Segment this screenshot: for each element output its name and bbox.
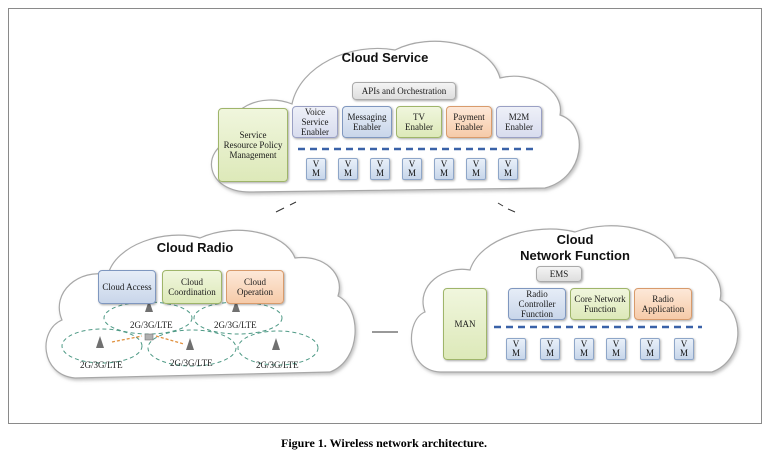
ems-box: EMS — [536, 266, 582, 282]
m2m-enabler-box: M2M Enabler — [496, 106, 542, 138]
cell-label: 2G/3G/LTE — [256, 360, 299, 370]
cloud-radio-title: Cloud Radio — [156, 240, 234, 255]
apis-orchestration-bar: APIs and Orchestration — [352, 82, 456, 100]
figure-caption: Figure 1. Wireless network architecture. — [281, 436, 487, 450]
antenna-icon — [145, 300, 153, 312]
cloud-operation-box: Cloud Operation — [226, 270, 284, 304]
antenna-icon — [232, 300, 240, 312]
cell-label: 2G/3G/LTE — [214, 320, 257, 330]
tv-enabler-box: TV Enabler — [396, 106, 442, 138]
messaging-enabler-box: Messaging Enabler — [342, 106, 392, 138]
radio-hub — [144, 333, 154, 341]
core-network-function-box: Core Network Function — [570, 288, 630, 320]
cloud-coordination-box: Cloud Coordination — [162, 270, 222, 304]
antenna-icon — [272, 338, 280, 350]
radio-cell — [147, 329, 237, 367]
cloud-service-title: Cloud Service — [341, 50, 429, 65]
radio-controller-function-box: Radio Controller Function — [508, 288, 566, 320]
cloud-connectors — [275, 201, 516, 333]
cell-label: 2G/3G/LTE — [80, 360, 123, 370]
cloud-radio-shape — [45, 229, 356, 379]
radio-application-box: Radio Application — [634, 288, 692, 320]
radio-cell — [237, 330, 319, 366]
antenna-icon — [186, 338, 194, 350]
service-resource-policy-management-box: Service Resource Policy Management — [218, 108, 288, 182]
radio-cell — [61, 328, 143, 364]
cloud-network-function-title: Cloud Network Function — [520, 232, 630, 263]
antenna-icon — [96, 336, 104, 348]
voice-service-enabler-box: Voice Service Enabler — [292, 106, 338, 138]
cell-label: 2G/3G/LTE — [130, 320, 173, 330]
cloud-access-box: Cloud Access — [98, 270, 156, 304]
antenna-icons — [96, 300, 280, 350]
payment-enabler-box: Payment Enabler — [446, 106, 492, 138]
man-box: MAN — [443, 288, 487, 360]
cell-label: 2G/3G/LTE — [170, 358, 213, 368]
